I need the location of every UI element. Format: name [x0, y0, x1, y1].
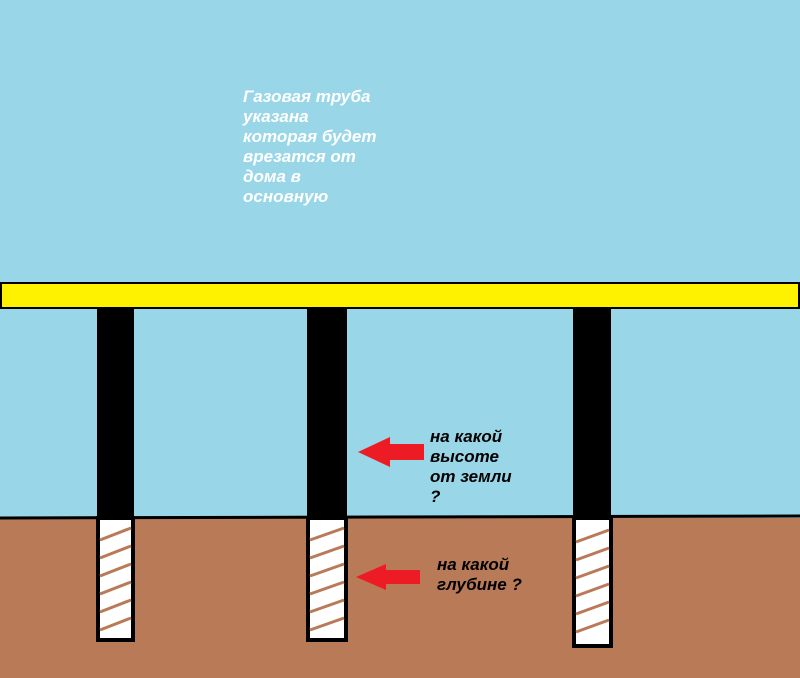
depth-question-line: глубине ? [437, 575, 522, 594]
screw-thread [309, 616, 345, 632]
height-question-line: высоте [430, 447, 499, 466]
screw-thread [309, 580, 345, 596]
post-left [97, 308, 134, 520]
screw-thread [99, 580, 132, 596]
depth-question-line: на какой [437, 555, 510, 574]
height-question: на какой высоте от земли ? [430, 427, 512, 507]
height-question-line: ? [430, 487, 441, 506]
screw-thread [99, 526, 132, 542]
screw-thread [99, 598, 132, 614]
screw-thread [575, 582, 610, 598]
gas-pipe [0, 282, 800, 309]
height-question-line: от земли [430, 467, 512, 486]
screw-thread [309, 562, 345, 578]
screw-thread [99, 562, 132, 578]
arrow-depth [356, 564, 420, 590]
screw-thread [575, 600, 610, 616]
screw-thread [309, 544, 345, 560]
screw-pile-left [96, 516, 135, 642]
screw-pile-center [306, 516, 348, 642]
screw-thread [575, 618, 610, 634]
screw-thread [575, 528, 610, 544]
note-line: которая будет [243, 127, 377, 146]
note-line: основную [243, 187, 329, 206]
screw-thread [309, 526, 345, 542]
post-center [307, 308, 347, 520]
arrow-height [358, 437, 424, 467]
depth-question: на какой глубине ? [437, 555, 522, 595]
gas-pipe-note: Газовая труба указана которая будет врез… [243, 87, 377, 207]
screw-thread [575, 564, 610, 580]
screw-thread [575, 546, 610, 562]
screw-thread [99, 616, 132, 632]
note-line: Газовая труба [243, 87, 371, 106]
note-line: дома в [243, 167, 301, 186]
post-right [573, 308, 611, 520]
screw-thread [309, 598, 345, 614]
height-question-line: на какой [430, 427, 503, 446]
screw-thread [99, 544, 132, 560]
note-line: указана [243, 107, 309, 126]
note-line: врезатся от [243, 147, 356, 166]
screw-pile-right [572, 516, 613, 648]
